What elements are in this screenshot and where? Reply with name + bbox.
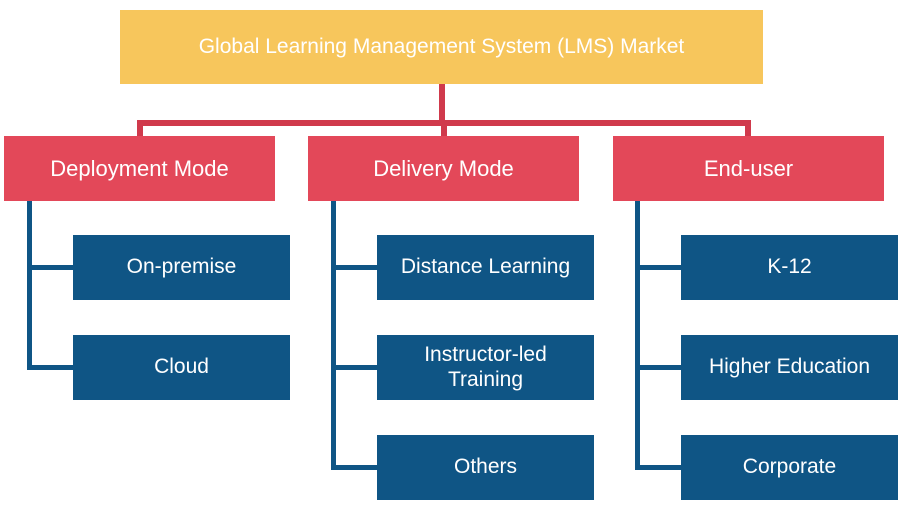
connector-drop-delivery — [441, 120, 447, 136]
leaf-on-premise: On-premise — [73, 235, 290, 300]
connector-deployment-branch-2 — [27, 365, 73, 370]
leaf-label: Others — [453, 455, 518, 479]
leaf-higher-education: Higher Education — [681, 335, 898, 400]
connector-enduser-branch-2 — [635, 365, 681, 370]
leaf-label: Distance Learning — [400, 255, 571, 279]
leaf-label: K-12 — [767, 255, 812, 279]
leaf-label: On-premise — [126, 255, 237, 279]
category-label: Delivery Mode — [373, 155, 514, 181]
leaf-others: Others — [377, 435, 594, 500]
category-end-user: End-user — [613, 136, 884, 201]
connector-deployment-branch-1 — [27, 265, 73, 270]
connector-delivery-branch-2 — [331, 365, 377, 370]
connector-drop-enduser — [745, 120, 751, 136]
leaf-label: Corporate — [742, 455, 837, 479]
connector-delivery-branch-3 — [331, 465, 377, 470]
leaf-label: Cloud — [154, 355, 209, 379]
leaf-distance-learning: Distance Learning — [377, 235, 594, 300]
leaf-label: Instructor-led Training — [424, 343, 547, 391]
category-label: Deployment Mode — [50, 155, 229, 181]
connector-delivery-branch-1 — [331, 265, 377, 270]
category-deployment-mode: Deployment Mode — [4, 136, 275, 201]
category-label: End-user — [703, 155, 794, 181]
root-label: Global Learning Management System (LMS) … — [198, 34, 685, 58]
category-delivery-mode: Delivery Mode — [308, 136, 579, 201]
connector-enduser-branch-1 — [635, 265, 681, 270]
leaf-instructor-led-training: Instructor-led Training — [377, 335, 594, 400]
leaf-label: Higher Education — [708, 355, 871, 379]
connector-delivery-spine — [331, 201, 336, 470]
leaf-corporate: Corporate — [681, 435, 898, 500]
connector-root-stem — [439, 84, 445, 126]
connector-enduser-spine — [635, 201, 640, 470]
connector-deployment-spine — [27, 201, 32, 370]
root-node: Global Learning Management System (LMS) … — [120, 10, 763, 84]
connector-enduser-branch-3 — [635, 465, 681, 470]
leaf-cloud: Cloud — [73, 335, 290, 400]
connector-drop-deployment — [137, 120, 143, 136]
leaf-k-12: K-12 — [681, 235, 898, 300]
